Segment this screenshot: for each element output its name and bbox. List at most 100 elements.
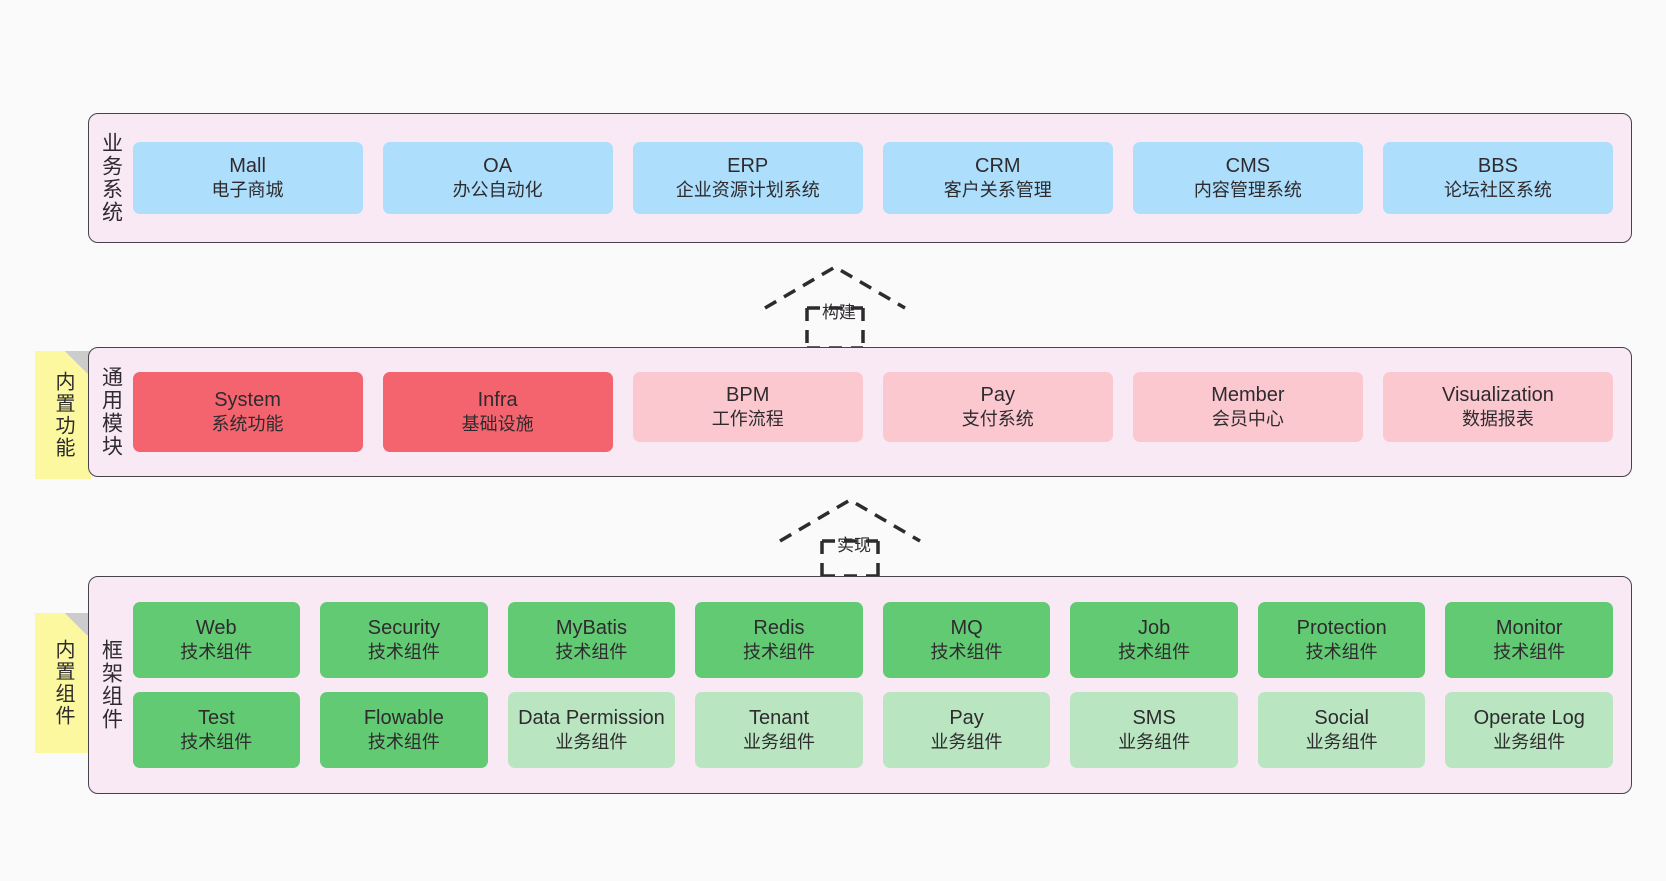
component-box-test[interactable]: Test 技术组件 [132,692,301,768]
module-en: System [214,389,281,412]
module-box-cms[interactable]: CMS 内容管理系统 [1132,142,1363,214]
component-box-tenant[interactable]: Tenant 业务组件 [695,692,863,768]
sticky-note-builtin-function: 内置功能 [35,351,91,479]
module-en: ERP [727,155,769,178]
component-en: Social [1314,707,1369,730]
module-cn: 客户关系管理 [943,180,1052,201]
box-row: Web 技术组件 Security 技术组件 MyBatis 技术组件 Redi… [132,602,1614,678]
module-en: BBS [1477,155,1518,178]
module-en: OA [483,155,513,178]
component-en: SMS [1132,707,1176,730]
sticky-fold-icon [65,613,91,639]
component-en: Job [1137,617,1171,640]
layer-caption-common: 通用模块 [99,366,123,458]
component-cn: 业务组件 [742,732,815,753]
component-cn: 业务组件 [1118,732,1191,753]
module-box-member[interactable]: Member 会员中心 [1132,372,1363,442]
layer-caption-framework: 框架组件 [99,639,123,731]
module-cn: 办公自动化 [452,180,543,201]
module-box-bbs[interactable]: BBS 论坛社区系统 [1382,142,1613,214]
component-cn: 业务组件 [930,732,1003,753]
sticky-note-text: 内置功能 [52,371,74,459]
module-box-system[interactable]: System 系统功能 [132,372,363,452]
module-en: Visualization [1441,384,1554,407]
component-box-mq[interactable]: MQ 技术组件 [882,602,1051,678]
module-cn: 工作流程 [711,409,784,430]
component-cn: 技术组件 [367,732,440,753]
component-cn: 技术组件 [930,642,1003,663]
component-en: Security [367,617,440,640]
module-cn: 数据报表 [1461,409,1534,430]
module-cn: 企业资源计划系统 [675,180,820,201]
layer-body-framework: Web 技术组件 Security 技术组件 MyBatis 技术组件 Redi… [129,602,1631,768]
component-cn: 技术组件 [1493,642,1566,663]
module-box-erp[interactable]: ERP 企业资源计划系统 [632,142,863,214]
component-en: Redis [753,617,805,640]
component-cn: 技术组件 [555,642,628,663]
component-box-sms[interactable]: SMS 业务组件 [1070,692,1238,768]
layer-common-modules: 通用模块 System 系统功能 Infra 基础设施 BPM 工作流程 Pay… [88,347,1632,477]
layer-body-business: Mall 电子商城 OA 办公自动化 ERP 企业资源计划系统 CRM 客户关系… [129,142,1631,214]
component-en: Tenant [748,707,810,730]
component-box-pay[interactable]: Pay 业务组件 [882,692,1051,768]
module-cn: 会员中心 [1211,409,1284,430]
component-cn: 业务组件 [1305,732,1378,753]
component-en: MQ [950,617,983,640]
layer-framework-components: 框架组件 Web 技术组件 Security 技术组件 MyBatis 技术组件… [88,576,1632,794]
component-en: Test [197,707,235,730]
component-box-flowable[interactable]: Flowable 技术组件 [320,692,488,768]
module-box-pay[interactable]: Pay 支付系统 [882,372,1113,442]
component-box-social[interactable]: Social 业务组件 [1257,692,1426,768]
component-box-data-permission[interactable]: Data Permission 业务组件 [507,692,676,768]
sticky-note-builtin-component: 内置组件 [35,613,91,753]
module-box-crm[interactable]: CRM 客户关系管理 [882,142,1113,214]
component-box-job[interactable]: Job 技术组件 [1070,602,1238,678]
component-en: Data Permission [518,707,665,730]
module-cn: 系统功能 [211,414,284,435]
component-cn: 业务组件 [555,732,628,753]
module-cn: 支付系统 [961,409,1034,430]
component-cn: 技术组件 [742,642,815,663]
module-cn: 基础设施 [461,414,534,435]
component-box-protection[interactable]: Protection 技术组件 [1257,602,1426,678]
component-en: Monitor [1495,617,1563,640]
component-box-mybatis[interactable]: MyBatis 技术组件 [507,602,676,678]
component-cn: 技术组件 [1305,642,1378,663]
component-en: Flowable [363,707,444,730]
module-en: CMS [1225,155,1271,178]
sticky-note-text: 内置组件 [52,639,74,727]
component-en: MyBatis [555,617,627,640]
box-row: Test 技术组件 Flowable 技术组件 Data Permission … [132,692,1614,768]
module-box-oa[interactable]: OA 办公自动化 [382,142,613,214]
component-en: Pay [949,707,984,730]
component-box-security[interactable]: Security 技术组件 [320,602,488,678]
module-en: Mall [229,155,266,178]
component-box-redis[interactable]: Redis 技术组件 [695,602,863,678]
component-box-web[interactable]: Web 技术组件 [132,602,301,678]
connector-build: 构建 [760,262,910,350]
module-en: Pay [980,384,1016,407]
module-en: Member [1211,384,1285,407]
component-en: Protection [1296,617,1387,640]
module-box-bpm[interactable]: BPM 工作流程 [632,372,863,442]
layer-business-systems: 业务系统 Mall 电子商城 OA 办公自动化 ERP 企业资源计划系统 CRM… [88,113,1632,243]
connector-label-build: 构建 [822,303,856,322]
module-box-mall[interactable]: Mall 电子商城 [132,142,363,214]
component-box-monitor[interactable]: Monitor 技术组件 [1445,602,1614,678]
component-cn: 技术组件 [1118,642,1191,663]
component-en: Web [195,617,237,640]
component-en: Operate Log [1473,707,1585,730]
module-cn: 论坛社区系统 [1443,180,1552,201]
module-box-visualization[interactable]: Visualization 数据报表 [1382,372,1613,442]
sticky-fold-icon [65,351,91,377]
layer-caption-business: 业务系统 [99,132,123,224]
module-cn: 电子商城 [211,180,284,201]
component-box-operate-log[interactable]: Operate Log 业务组件 [1445,692,1614,768]
module-box-infra[interactable]: Infra 基础设施 [382,372,613,452]
box-row: System 系统功能 Infra 基础设施 BPM 工作流程 Pay 支付系统… [132,372,1613,452]
connector-label-implement: 实现 [837,536,871,555]
module-cn: 内容管理系统 [1193,180,1302,201]
component-cn: 技术组件 [180,642,253,663]
component-cn: 技术组件 [180,732,253,753]
module-en: CRM [975,155,1021,178]
